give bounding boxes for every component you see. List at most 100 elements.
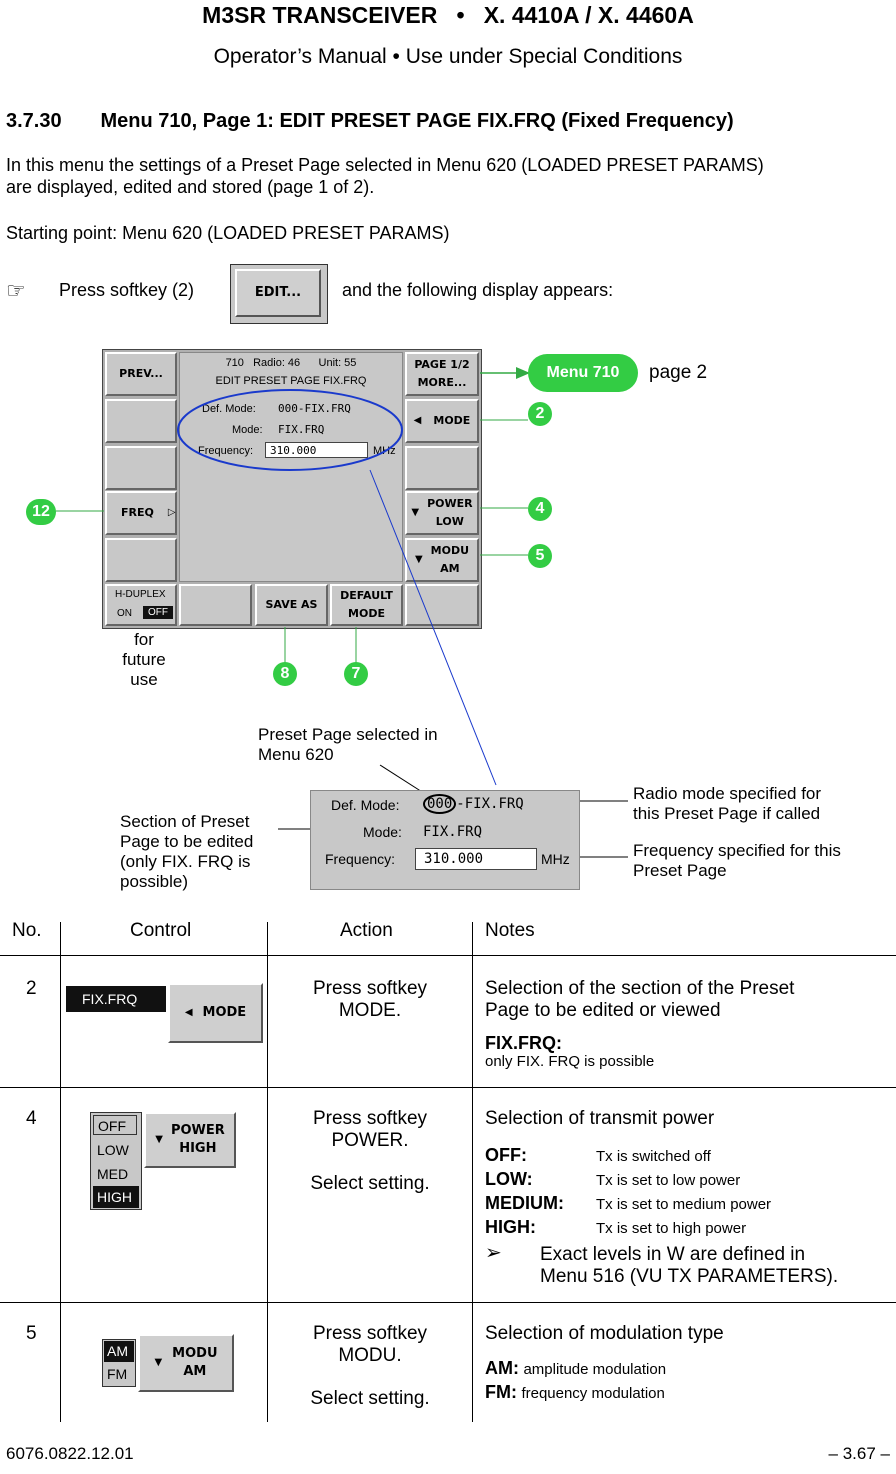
action-line-2: MODU. <box>338 1345 402 1366</box>
softkey-empty-l5[interactable] <box>105 538 177 582</box>
status-line: 710 Radio: 46 Unit: 55 <box>225 357 357 369</box>
notes-text: Selection of modulation type <box>485 1323 724 1344</box>
zoom-def-value: 000-FIX.FRQ <box>423 794 524 814</box>
triangle-down-icon: ▼ <box>154 1357 163 1368</box>
zoom-def-label: Def. Mode: <box>331 797 400 813</box>
modu-option[interactable]: FM <box>107 1366 128 1382</box>
default-softkey-line2: MODE <box>348 607 385 620</box>
intro-line-2: are displayed, edited and stored (page 1… <box>6 177 375 197</box>
softkey-empty-r3[interactable] <box>405 446 479 490</box>
future-line-2: future <box>122 650 166 669</box>
power-options-list: OFF LOW MED HIGH <box>90 1112 142 1210</box>
zoom-def-value-preset: 000 <box>423 794 457 814</box>
notes-text: Selection of the section of the Preset P… <box>485 978 794 1071</box>
col-header-no: No. <box>12 920 42 941</box>
hduplex-toggle[interactable]: H-DUPLEX ON OFF <box>105 584 177 626</box>
edit-button-frame: EDIT... <box>230 264 328 324</box>
badge-4: 4 <box>528 497 552 521</box>
intro-line-1: In this menu the settings of a Preset Pa… <box>6 155 764 175</box>
freq-softkey-label: FREQ <box>121 506 154 519</box>
power-softkey-line2: LOW <box>435 515 464 528</box>
def-mode-value: 000-FIX.FRQ <box>278 402 351 415</box>
modu-item: AM: amplitude modulation <box>485 1358 667 1378</box>
freq-input[interactable]: 310.000 <box>265 442 368 458</box>
future-line-1: for <box>134 630 154 649</box>
modu-options-list: AM FM <box>102 1339 136 1387</box>
save-as-softkey[interactable]: SAVE AS <box>255 584 328 626</box>
action-line-2: POWER. <box>331 1130 409 1151</box>
table-divider <box>472 922 473 1422</box>
edit-button[interactable]: EDIT... <box>235 269 321 317</box>
section-note-line-2: Page to be edited <box>120 832 254 851</box>
document-title: M3SR TRANSCEIVER • X. 4410A / X. 4460A <box>202 2 694 28</box>
hint-line-2: Menu 516 (VU TX PARAMETERS). <box>540 1266 839 1287</box>
arrow-icon <box>516 367 530 379</box>
action-line-1: Press softkey <box>312 1323 428 1344</box>
future-use-note: for future use <box>104 630 184 690</box>
col-header-action: Action <box>340 920 393 941</box>
zoom-mode-value: FIX.FRQ <box>423 824 483 840</box>
zoom-mode-label: Mode: <box>363 824 402 840</box>
freq-spec-line-1: Frequency specified for this <box>633 841 841 860</box>
softkey-empty-l3[interactable] <box>105 446 177 490</box>
freq-softkey[interactable]: FREQ ▷ <box>105 491 177 535</box>
row-no: 5 <box>26 1323 37 1344</box>
modu-option-selected[interactable]: AM <box>104 1341 134 1362</box>
starting-point: Starting point: Menu 620 (LOADED PRESET … <box>6 223 450 243</box>
power-hint: Exact levels in W are defined in Menu 51… <box>540 1244 838 1288</box>
softkey-empty-b5[interactable] <box>405 584 479 626</box>
section-note-line-4: possible) <box>120 872 189 891</box>
freq-spec-note: Frequency specified for this Preset Page <box>633 841 841 881</box>
table-divider <box>0 955 896 956</box>
display-appears-text: and the following display appears: <box>342 280 614 300</box>
action-line-2: MODE. <box>338 1000 402 1021</box>
power-option[interactable]: LOW <box>97 1142 129 1158</box>
ctrl-modu-line1: MODU <box>172 1346 218 1361</box>
power-softkey-line1: POWER <box>427 497 473 510</box>
modu-softkey-line2: AM <box>440 562 460 575</box>
zoom-freq-input[interactable]: 310.000 <box>415 848 537 870</box>
ctrl-mode-button[interactable]: ◀MODE <box>168 983 263 1043</box>
ctrl-modu-button[interactable]: ▼ MODU AM <box>138 1334 234 1392</box>
row-no: 2 <box>26 978 37 999</box>
ctrl-power-line1: POWER <box>170 1123 225 1138</box>
action-text: Press softkey POWER. Select setting. <box>272 1108 468 1195</box>
radio-mode-note: Radio mode specified for this Preset Pag… <box>633 784 821 824</box>
document-subtitle: Operator’s Manual • Use under Special Co… <box>213 45 683 68</box>
power-option-selected[interactable]: HIGH <box>93 1186 139 1208</box>
triangle-left-icon: ◀ <box>413 415 422 426</box>
hduplex-on: ON <box>117 608 132 619</box>
radio-mode-line-1: Radio mode specified for <box>633 784 822 803</box>
mode-softkey-label: MODE <box>433 414 471 427</box>
triangle-right-icon: ▷ <box>167 507 176 518</box>
def-mode-label: Def. Mode: <box>202 403 256 415</box>
modu-item: FM: frequency modulation <box>485 1382 665 1402</box>
power-option[interactable]: OFF <box>93 1115 137 1135</box>
softkey-empty-l2[interactable] <box>105 399 177 443</box>
action-text: Press softkey MODU. Select setting. <box>272 1323 468 1410</box>
power-item: MEDIUM:Tx is set to medium power <box>485 1193 772 1213</box>
power-option[interactable]: MED <box>97 1166 129 1182</box>
mode-value: FIX.FRQ <box>278 423 325 436</box>
ctrl-modu-line2: AM <box>183 1364 207 1379</box>
callout-lines <box>56 367 628 858</box>
badge-12: 12 <box>26 499 56 525</box>
triangle-left-icon: ◀ <box>184 1007 193 1018</box>
hduplex-label: H-DUPLEX <box>115 589 166 600</box>
note-title-2: Page to be edited or viewed <box>485 1000 721 1021</box>
hand-pointer-icon: ☞ <box>6 278 26 303</box>
prev-softkey[interactable]: PREV... <box>105 352 177 396</box>
action-line-3: Select setting. <box>310 1388 430 1409</box>
note-label: FIX.FRQ: <box>485 1033 562 1053</box>
power-levels-list: OFF:Tx is switched off LOW:Tx is set to … <box>485 1144 771 1240</box>
softkey-empty-b2[interactable] <box>179 584 252 626</box>
mode-softkey[interactable]: ◀ MODE <box>405 399 479 443</box>
section-note-line-3: (only FIX. FRQ is <box>120 852 251 871</box>
table-divider <box>0 1302 896 1303</box>
notes-text: Selection of transmit power <box>485 1108 715 1129</box>
